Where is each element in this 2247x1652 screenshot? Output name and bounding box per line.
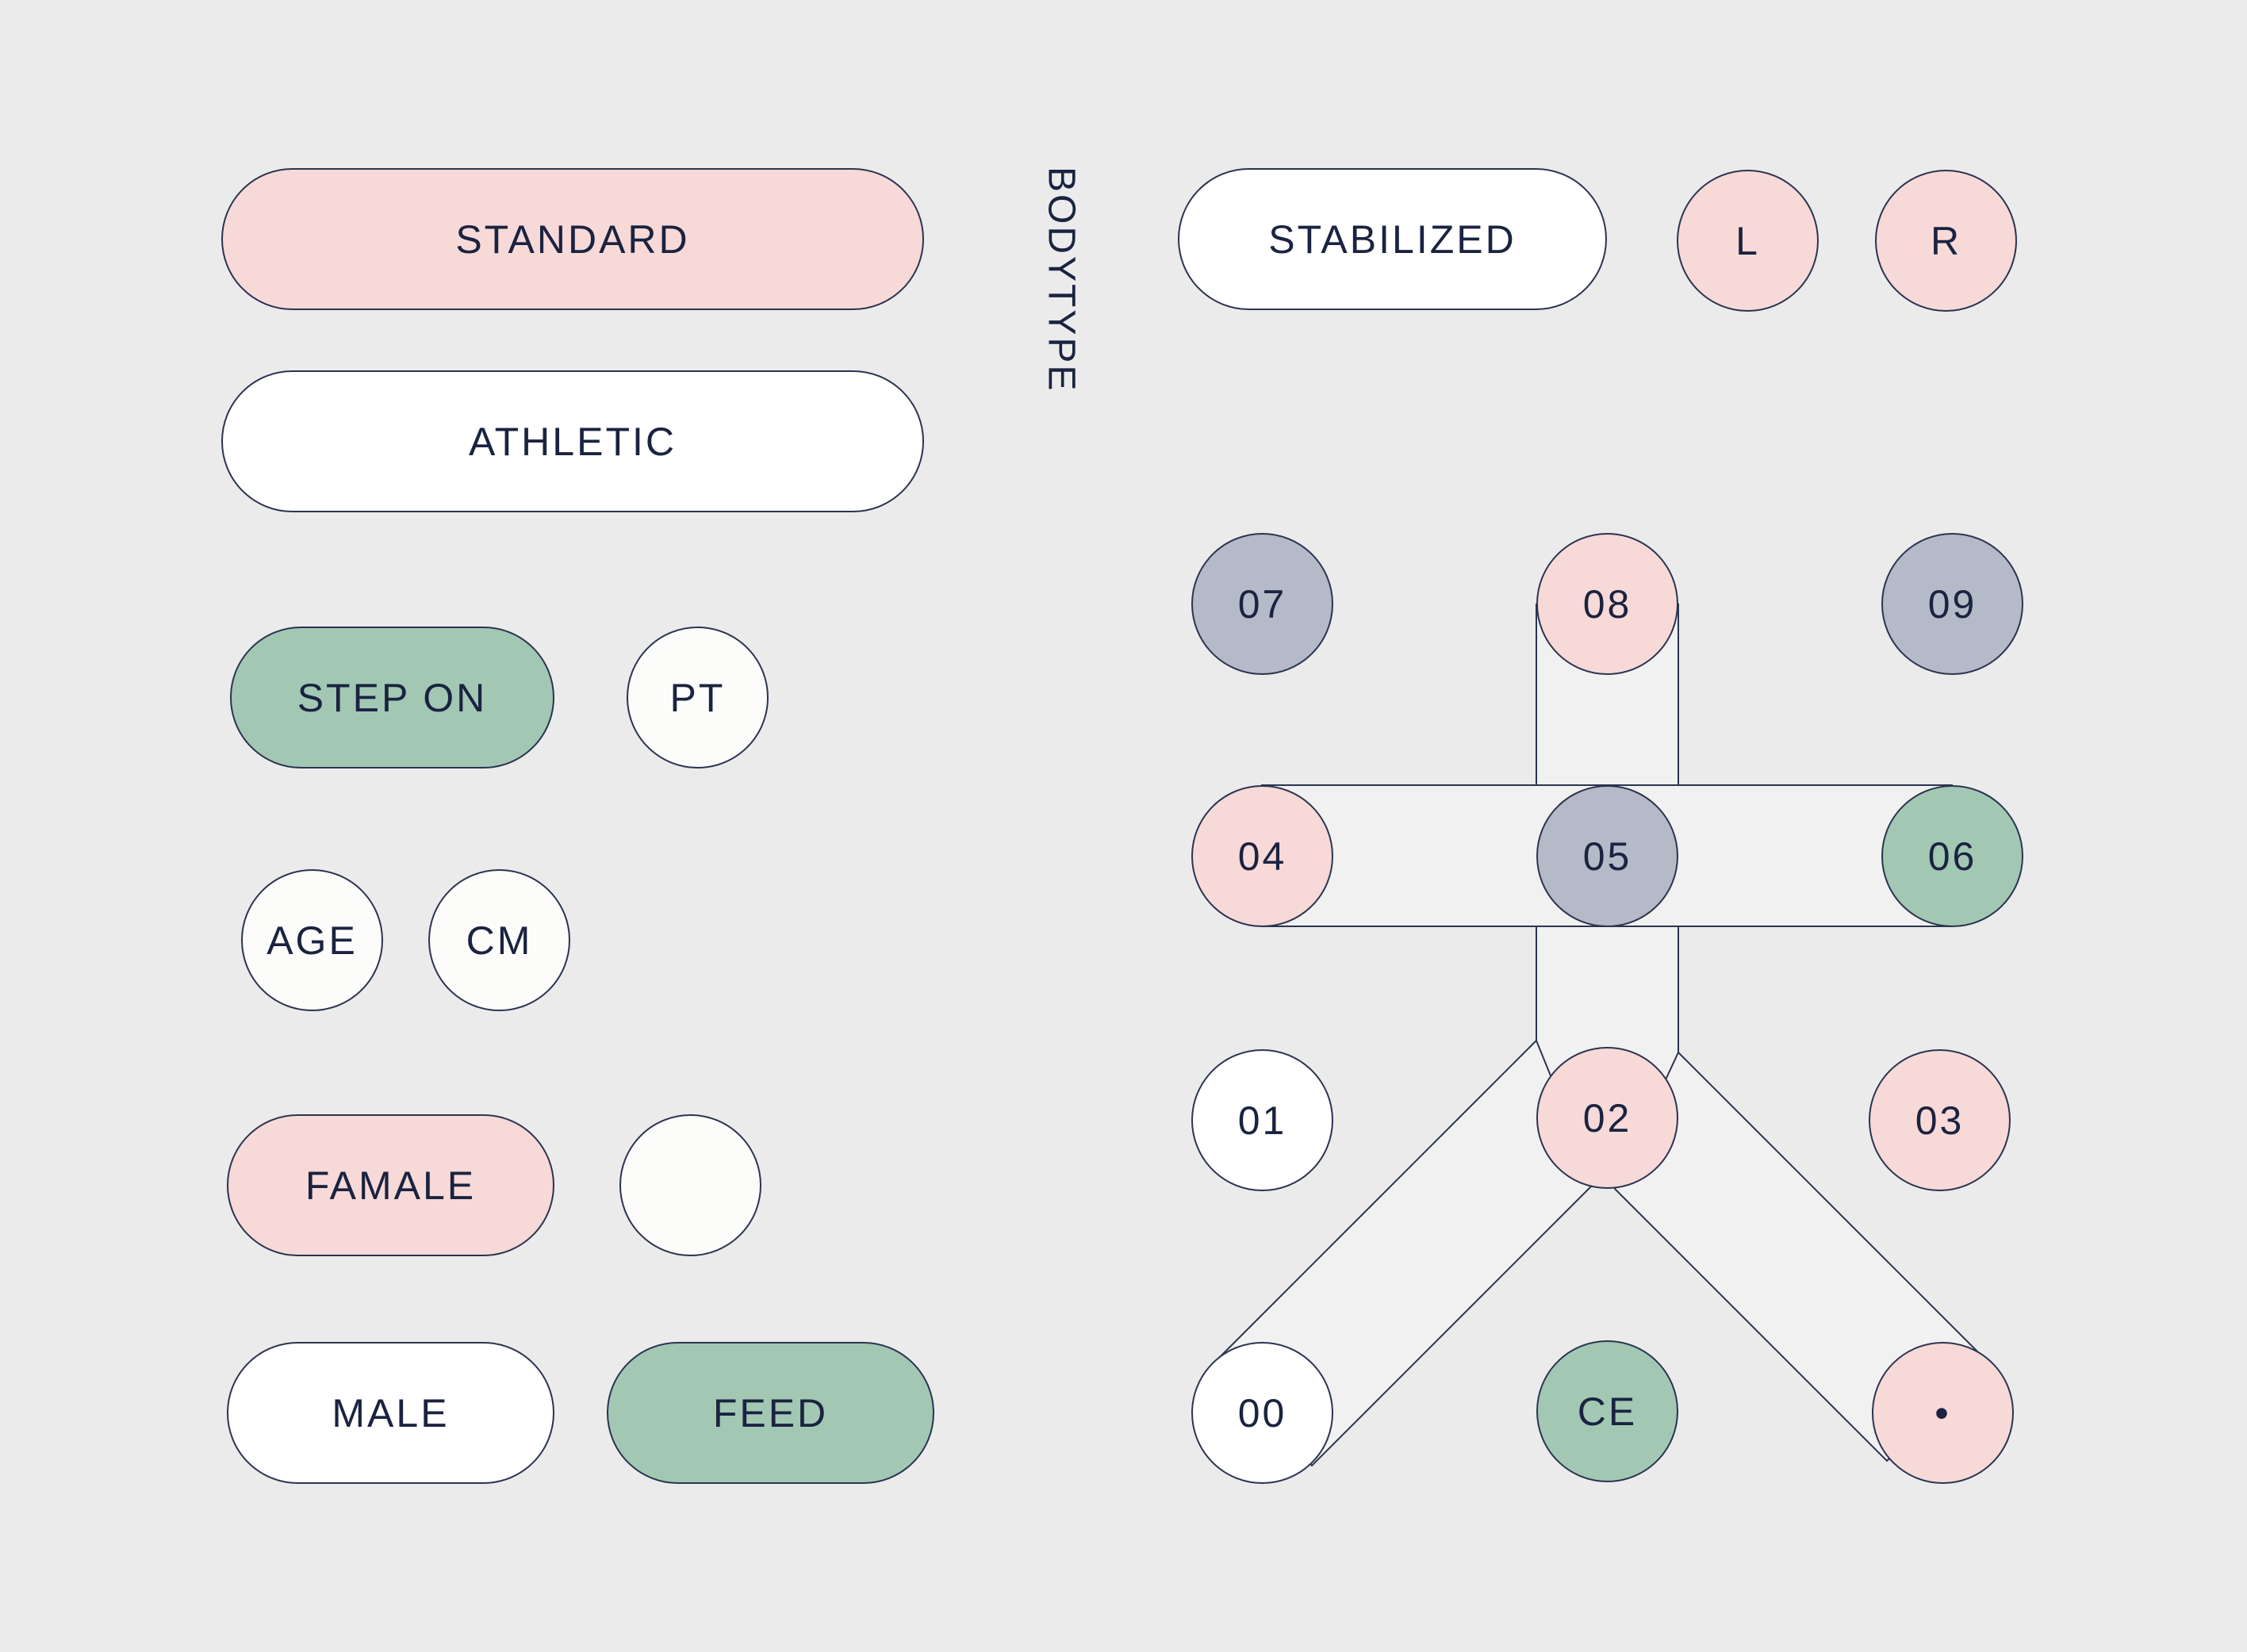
right-side-button[interactable]: R	[1875, 170, 2017, 312]
feed-button[interactable]: FEED	[607, 1342, 934, 1484]
male-button[interactable]: MALE	[227, 1342, 554, 1484]
joint-dot[interactable]: •	[1872, 1342, 2014, 1484]
joint-07[interactable]: 07	[1191, 533, 1333, 675]
pt-button[interactable]: PT	[627, 627, 769, 769]
athletic-button[interactable]: ATHLETIC	[221, 370, 924, 512]
blank-circle-button[interactable]	[619, 1114, 761, 1256]
joint-05[interactable]: 05	[1536, 785, 1678, 927]
joint-02[interactable]: 02	[1536, 1047, 1678, 1189]
joint-06[interactable]: 06	[1881, 785, 2023, 927]
joint-01[interactable]: 01	[1191, 1049, 1333, 1191]
cm-button[interactable]: CM	[428, 869, 570, 1011]
famale-button[interactable]: FAMALE	[227, 1114, 554, 1256]
age-button[interactable]: AGE	[241, 869, 383, 1011]
step-on-button[interactable]: STEP ON	[230, 627, 554, 769]
bodytype-label: BODYTYPE	[1040, 167, 1083, 393]
joint-ce[interactable]: CE	[1536, 1340, 1678, 1482]
joint-04[interactable]: 04	[1191, 785, 1333, 927]
joint-03[interactable]: 03	[1869, 1049, 2011, 1191]
joint-00[interactable]: 00	[1191, 1342, 1333, 1484]
left-side-button[interactable]: L	[1677, 170, 1819, 312]
joint-09[interactable]: 09	[1881, 533, 2023, 675]
stabilized-button[interactable]: STABILIZED	[1178, 168, 1607, 310]
standard-button[interactable]: STANDARD	[221, 168, 924, 310]
joint-08[interactable]: 08	[1536, 533, 1678, 675]
